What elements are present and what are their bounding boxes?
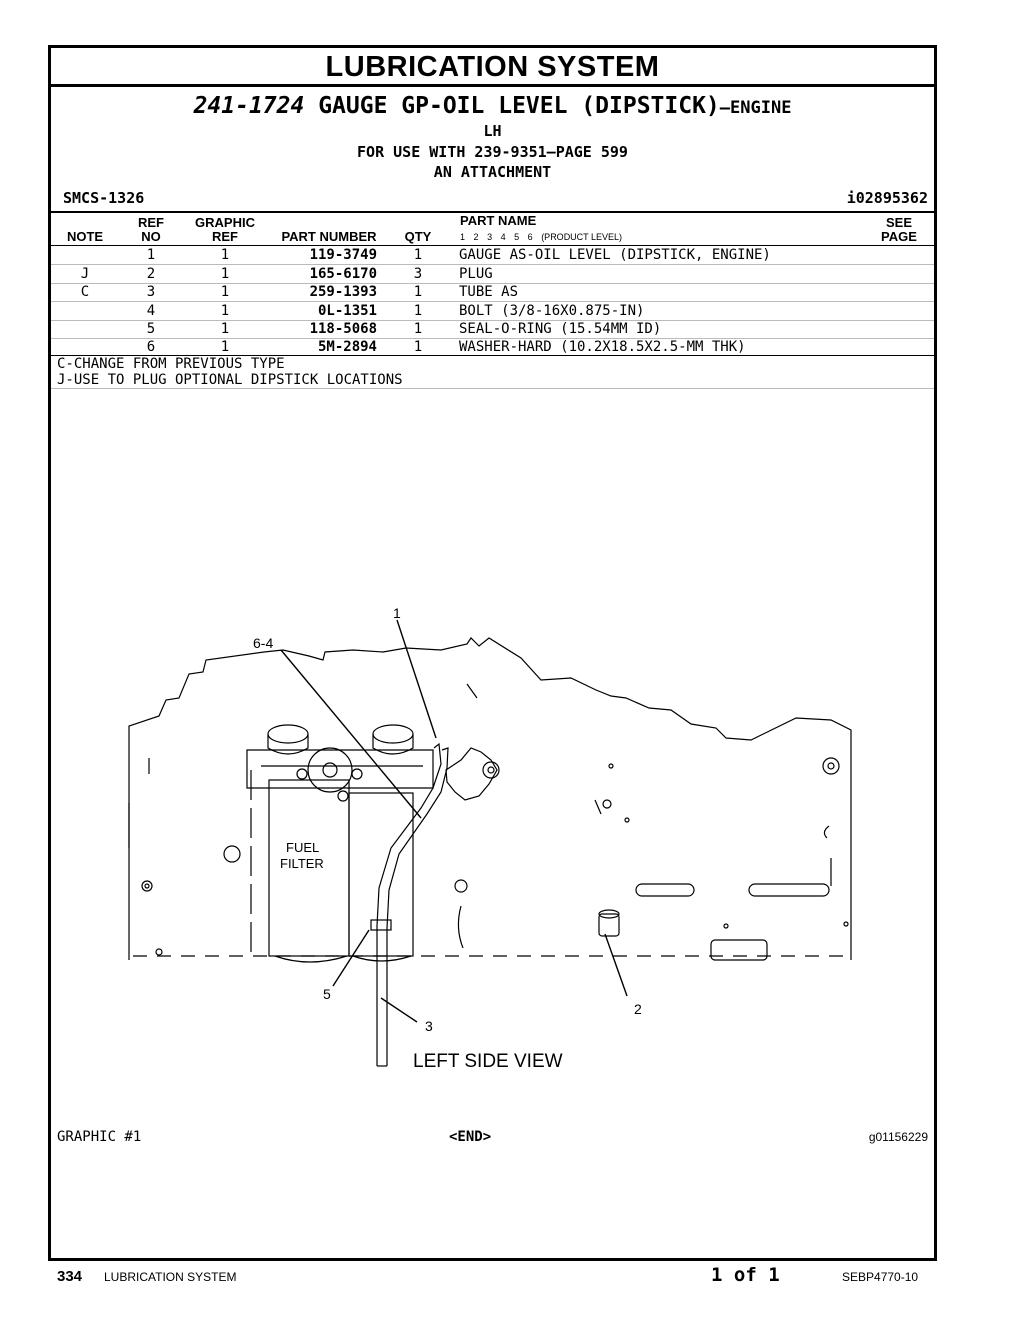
part-name: SEAL-O-RING (15.54MM ID) — [459, 321, 662, 337]
table-row: 6 1 5M-2894 1 WASHER-HARD (10.2X18.5X2.5… — [146, 339, 746, 355]
doc-number: SEBP4770-10 — [842, 1270, 919, 1284]
page-number: 334 — [57, 1268, 83, 1285]
note-c: C-CHANGE FROM PREVIOUS TYPE — [57, 356, 285, 372]
filter-label-line2: FILTER — [280, 856, 324, 871]
group-part-number: 241-1724 — [193, 93, 305, 119]
column-rule — [51, 245, 934, 246]
attachment-label: AN ATTACHMENT — [433, 163, 552, 181]
header-rule — [51, 211, 934, 213]
table-row: 1 1 119-3749 1 GAUGE AS-OIL LEVEL (DIPST… — [146, 247, 771, 263]
part-number: 0L-1351 — [317, 303, 377, 319]
table-end-rule — [51, 355, 934, 356]
page-frame: LUBRICATION SYSTEM 241-1724 GAUGE GP-OIL… — [48, 45, 937, 1261]
col-ref-top: REF — [138, 215, 164, 230]
part-name: TUBE AS — [459, 284, 519, 300]
section-title: LUBRICATION SYSTEM — [51, 48, 934, 87]
smcs-code: SMCS-1326 — [63, 189, 145, 207]
col-ref-bottom: NO — [141, 229, 161, 244]
part-number: 118-5068 — [309, 321, 377, 337]
col-graphic-bottom: REF — [212, 229, 238, 244]
part-number: 119-3749 — [309, 247, 377, 263]
view-label: LEFT SIDE VIEW — [413, 1051, 563, 1072]
col-see-bottom: PAGE — [881, 229, 917, 244]
callout-1: 1 — [393, 605, 401, 621]
col-see-top: SEE — [885, 215, 912, 230]
illustration-id: i02895362 — [846, 189, 928, 207]
group-part-name: GAUGE GP-OIL LEVEL (DIPSTICK) — [318, 93, 720, 119]
col-part-name: PART NAME — [460, 213, 537, 228]
table-row: 4 1 0L-1351 1 BOLT (3/8-16X0.875-IN) — [146, 303, 645, 319]
part-number: 5M-2894 — [317, 339, 377, 355]
product-level-legend: 1 2 3 4 5 6 (PRODUCT LEVEL) — [460, 232, 623, 242]
table-row: J 2 1 165-6170 3 PLUG — [80, 266, 493, 282]
part-name: BOLT (3/8-16X0.875-IN) — [459, 303, 645, 319]
table-row: 5 1 118-5068 1 SEAL-O-RING (15.54MM ID) — [146, 321, 662, 337]
page-of: 1 of 1 — [711, 1264, 780, 1286]
parts-illustration: 1 6-4 5 3 2 FUEL FILTER LEFT SIDE VIEW — [128, 605, 852, 1072]
part-number: 259-1393 — [309, 284, 377, 300]
col-note: NOTE — [66, 229, 104, 244]
notes-block: C-CHANGE FROM PREVIOUS TYPE J-USE TO PLU… — [57, 356, 403, 388]
col-part-number: PART NUMBER — [281, 229, 377, 244]
col-graphic-top: GRAPHIC — [195, 215, 255, 230]
page-section: LUBRICATION SYSTEM — [104, 1270, 237, 1284]
part-number: 165-6170 — [309, 266, 377, 282]
use-with-label: FOR USE WITH 239-9351—PAGE 599 — [357, 143, 628, 161]
filter-label-line1: FUEL — [286, 840, 319, 855]
callout-6-4: 6-4 — [253, 635, 273, 651]
callout-2: 2 — [634, 1001, 642, 1017]
side-label: LH — [483, 122, 502, 140]
callout-3: 3 — [425, 1018, 433, 1034]
part-name: GAUGE AS-OIL LEVEL (DIPSTICK, ENGINE) — [459, 247, 771, 263]
graphic-id: g01156229 — [868, 1130, 928, 1144]
part-name: PLUG — [459, 266, 493, 282]
note-j: J-USE TO PLUG OPTIONAL DIPSTICK LOCATION… — [57, 372, 403, 388]
group-part-suffix: —ENGINE — [719, 98, 792, 118]
col-qty: QTY — [404, 229, 432, 244]
graphic-label: GRAPHIC #1 — [57, 1129, 142, 1145]
part-title: 241-1724 GAUGE GP-OIL LEVEL (DIPSTICK)—E… — [51, 92, 934, 122]
table-row: C 3 1 259-1393 1 TUBE AS — [80, 284, 519, 300]
part-name: WASHER-HARD (10.2X18.5X2.5-MM THK) — [459, 339, 746, 355]
callout-5: 5 — [323, 986, 331, 1002]
end-marker: <END> — [449, 1129, 492, 1145]
